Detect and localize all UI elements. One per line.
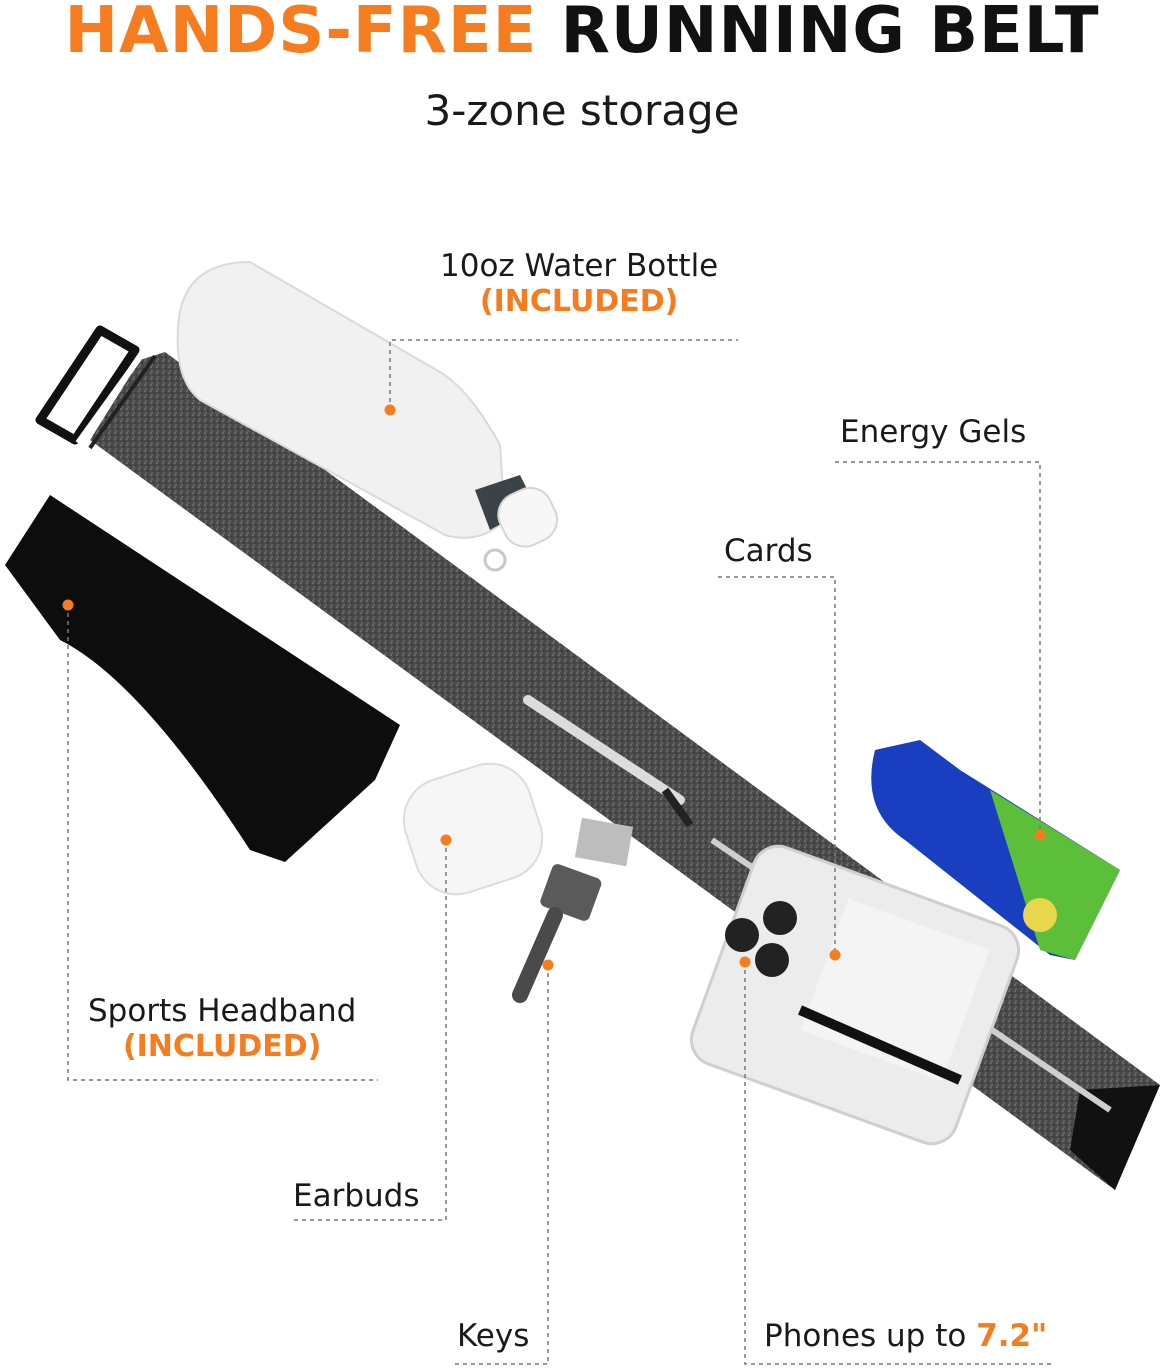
phones-size: 7.2" <box>976 1318 1048 1354</box>
marker-keys <box>542 959 554 971</box>
headband-label: Sports Headband <box>88 993 357 1029</box>
energy-gel <box>871 740 1120 960</box>
water-bottle <box>176 260 558 572</box>
phones-label: Phones up to <box>764 1318 977 1354</box>
card <box>797 898 990 1085</box>
marker-headband <box>62 599 74 611</box>
leader-lines <box>67 339 1055 1365</box>
callout-earbuds: Earbuds <box>293 1178 419 1214</box>
energy-gels-label: Energy Gels <box>840 414 1027 450</box>
page-title: HANDS-FREE RUNNING BELT <box>0 0 1164 68</box>
callout-water-bottle: 10oz Water Bottle (INCLUDED) <box>440 248 718 319</box>
title-rest: RUNNING BELT <box>560 0 1100 68</box>
leader-cards <box>718 576 836 955</box>
earbuds-case <box>402 762 544 896</box>
marker-cards <box>829 949 841 961</box>
callout-keys: Keys <box>457 1318 529 1354</box>
belt-buckle <box>35 325 157 450</box>
headband-badge: (INCLUDED) <box>122 1029 322 1064</box>
title-highlight: HANDS-FREE <box>64 0 538 68</box>
marker-phones <box>739 956 751 968</box>
marker-earbuds <box>440 834 452 846</box>
callout-cards: Cards <box>724 533 813 569</box>
zipper-pocket <box>523 695 685 805</box>
marker-water-bottle <box>384 404 396 416</box>
leader-headband <box>67 605 378 1081</box>
callout-phones: Phones up to 7.2" <box>764 1318 1047 1354</box>
earbuds-label: Earbuds <box>293 1178 420 1214</box>
sports-headband <box>5 495 400 862</box>
key <box>512 864 602 1003</box>
callout-headband: Sports Headband (INCLUDED) <box>88 993 356 1064</box>
leader-keys <box>452 965 549 1365</box>
callout-energy-gels: Energy Gels <box>840 414 1026 450</box>
keys-label: Keys <box>457 1318 530 1354</box>
water-bottle-label: 10oz Water Bottle <box>440 248 719 284</box>
leader-phones <box>744 962 1055 1365</box>
zipper-pull <box>661 787 694 828</box>
page-subtitle: 3-zone storage <box>424 86 740 135</box>
water-bottle-badge: (INCLUDED) <box>479 284 679 319</box>
leader-earbuds <box>290 840 447 1221</box>
cards-label: Cards <box>724 533 813 569</box>
marker-dots <box>62 404 1046 971</box>
card-tab <box>574 817 634 867</box>
marker-energy-gels <box>1034 829 1046 841</box>
